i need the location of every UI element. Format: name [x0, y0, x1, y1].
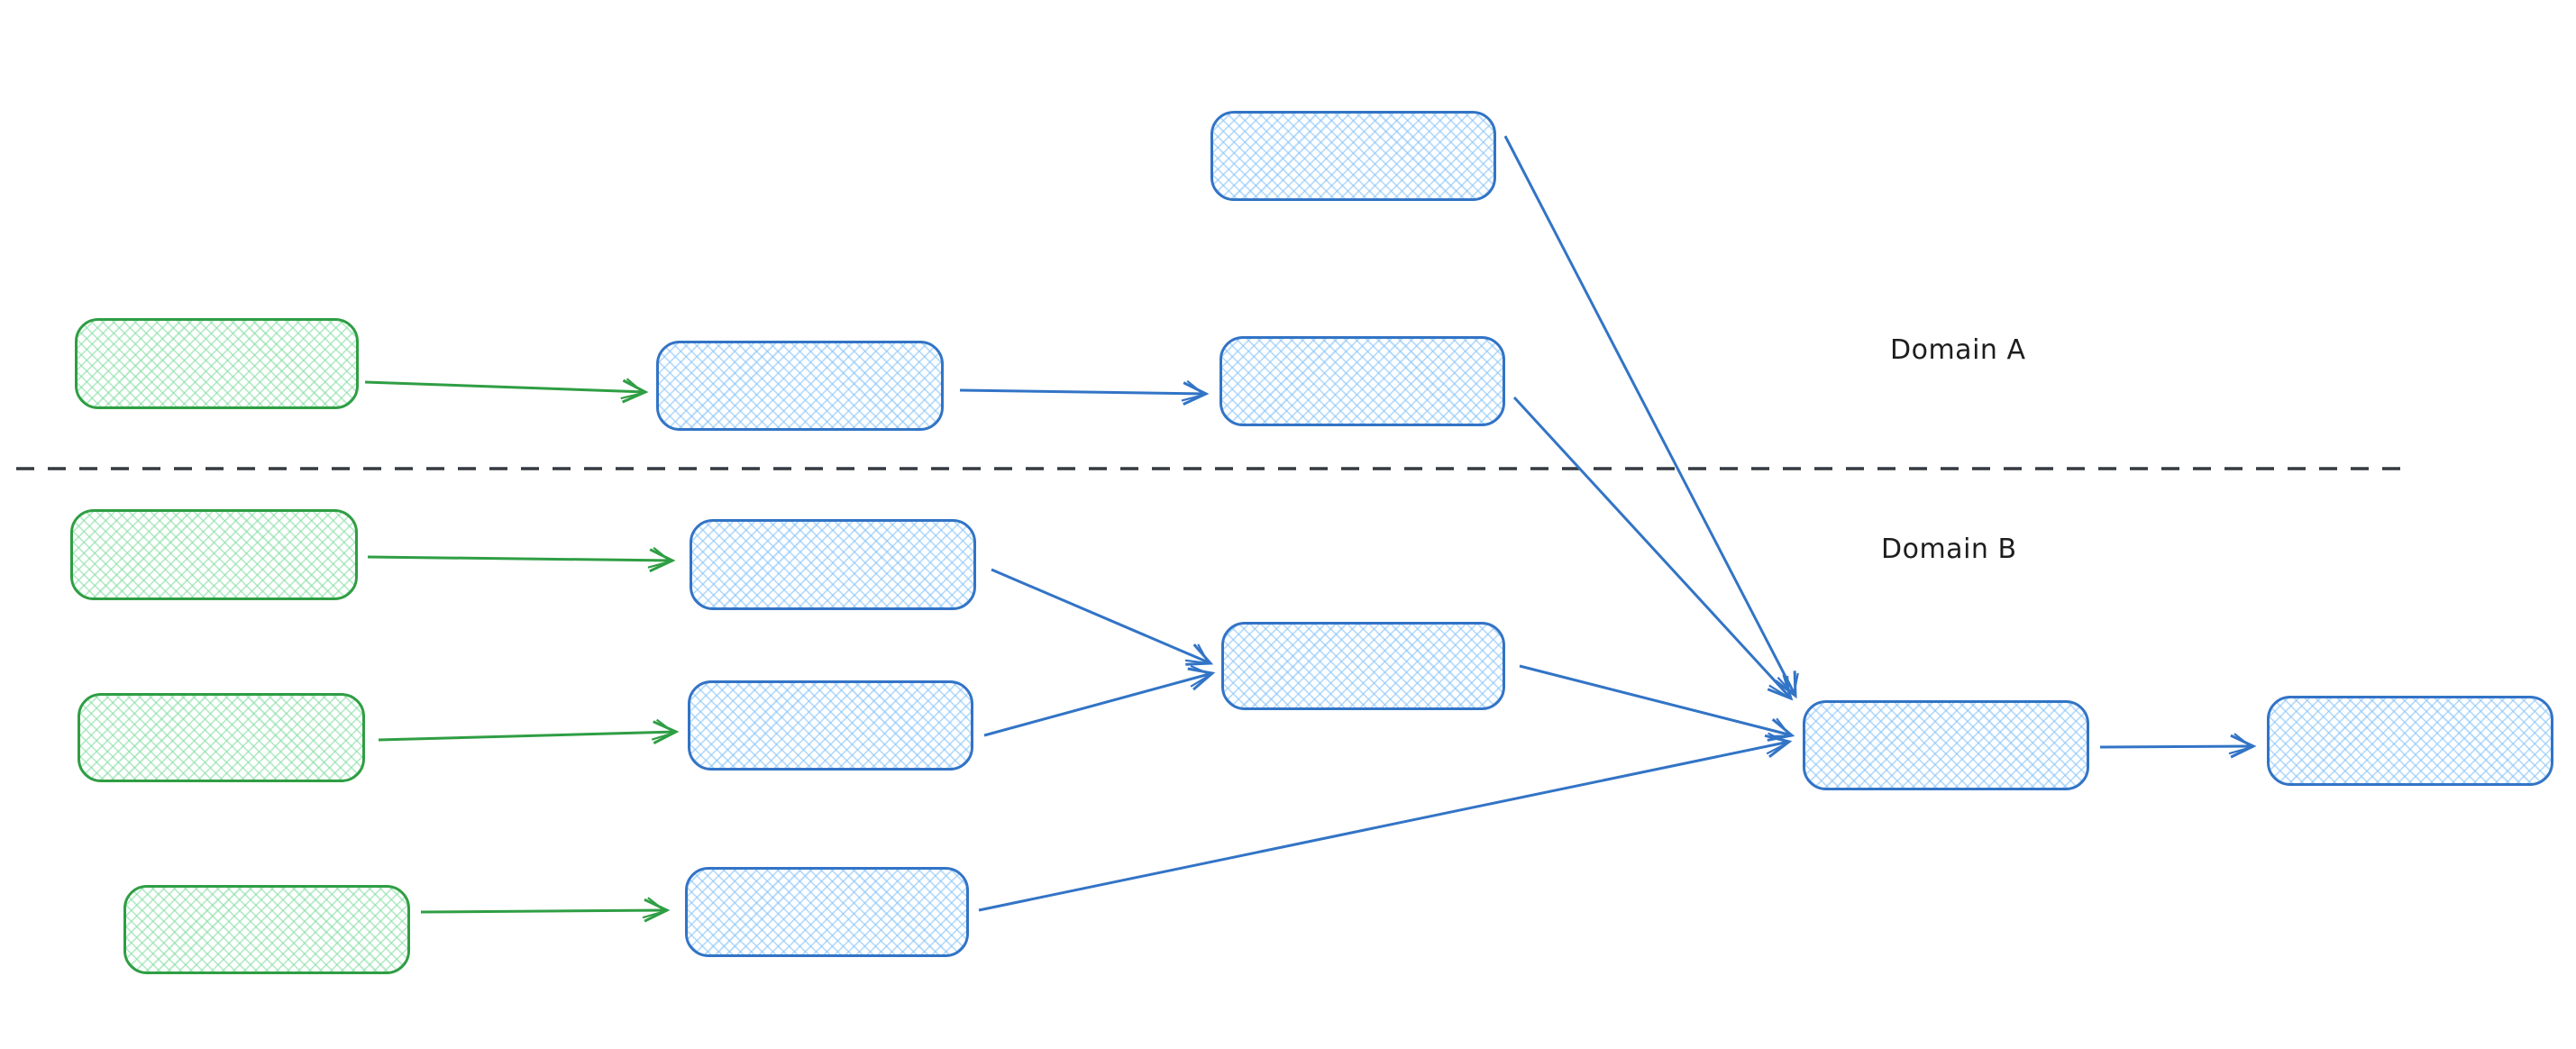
blue-box-a-stage2	[1219, 336, 1505, 426]
green-box-b-row3	[123, 885, 410, 974]
green-box-domain-a	[75, 318, 359, 409]
arrow-a-stage1-stage2	[959, 379, 1210, 406]
blue-box-b-row2	[688, 680, 973, 771]
arrow-green-b2	[378, 718, 680, 745]
blue-box-a-stage1	[656, 341, 944, 431]
arrow-b3-aggregator	[978, 732, 1793, 912]
arrow-a2-aggregator	[1512, 396, 1794, 701]
domain-a-label: Domain A	[1890, 334, 2026, 366]
arrow-green-a	[364, 378, 649, 404]
arrow-b1-merge	[991, 568, 1214, 666]
arrow-green-b3	[420, 897, 671, 923]
arrow-merge-aggregator	[1519, 664, 1795, 742]
domain-b-label: Domain B	[1881, 534, 2017, 565]
arrow-b2-merge	[983, 665, 1216, 737]
blue-box-b-row1	[690, 519, 976, 610]
arrow-top-aggregator	[1503, 135, 1799, 699]
blue-box-aggregator	[1803, 700, 2089, 790]
blue-box-b-row3	[685, 867, 969, 957]
arrow-green-b1	[367, 546, 676, 573]
blue-box-b-merge	[1221, 622, 1505, 710]
blue-box-output	[2267, 696, 2553, 786]
green-box-b-row2	[78, 693, 365, 782]
blue-box-top	[1210, 111, 1496, 201]
arrow-aggregator-output	[2099, 733, 2257, 759]
green-box-b-row1	[70, 509, 358, 600]
